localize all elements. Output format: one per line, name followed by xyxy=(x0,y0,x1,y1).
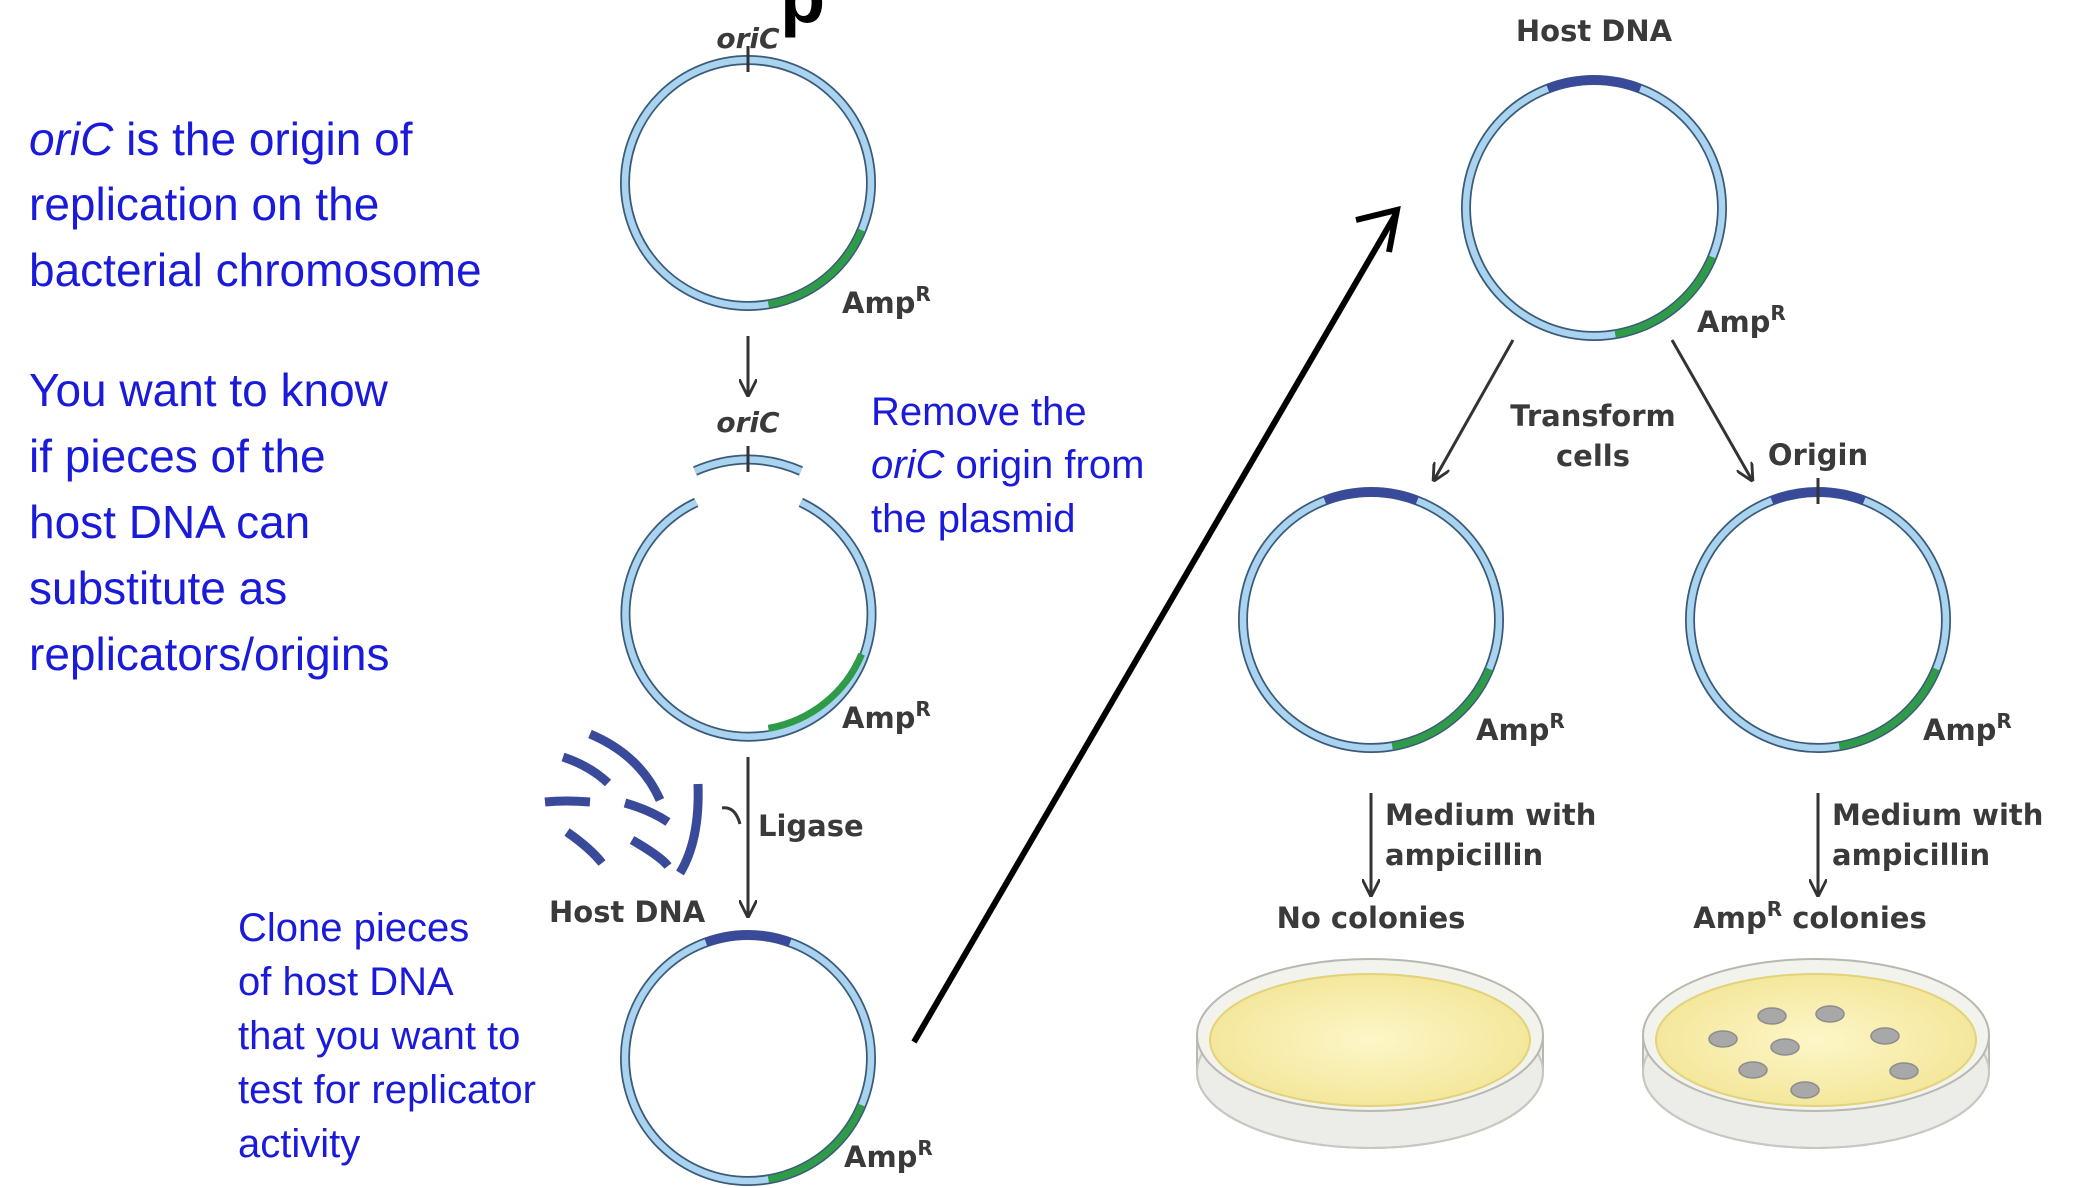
clone-host-dna-note: Clone pieces of host DNA that you want t… xyxy=(238,906,536,1166)
ampr-colonies-label: AmpR colonies xyxy=(1693,897,1926,935)
bacterial-colony xyxy=(1770,1038,1800,1056)
host-dna-fragments xyxy=(544,729,703,876)
oric-term: oriC xyxy=(29,113,114,165)
svg-text:substitute as: substitute as xyxy=(29,562,287,614)
petri-dish-ampr-colonies xyxy=(1642,958,1990,1149)
svg-text:host DNA can: host DNA can xyxy=(29,496,310,548)
host-dna-fragment xyxy=(623,798,671,826)
ampicillin-label: ampicillin xyxy=(1385,838,1543,872)
origin-label: Origin xyxy=(1768,438,1868,472)
svg-text:that you want to: that you want to xyxy=(238,1014,520,1058)
arrow-transform-right xyxy=(1670,339,1752,480)
plasmid-with-origin: Origin AmpR xyxy=(1685,438,2012,753)
svg-text:oriC origin from: oriC origin from xyxy=(871,443,1144,487)
arrow-to-host-dna-plasmid xyxy=(911,210,1400,1044)
goal-note: You want to know if pieces of the host D… xyxy=(29,364,389,680)
title-fragment: p xyxy=(780,0,825,38)
bacterial-colony xyxy=(1790,1081,1820,1099)
svg-text:replicators/origins: replicators/origins xyxy=(29,628,389,680)
svg-text:activity: activity xyxy=(238,1122,360,1166)
svg-text:of host DNA: of host DNA xyxy=(238,960,454,1004)
host-dna-fragment xyxy=(544,796,591,807)
medium-label: Medium with xyxy=(1385,798,1596,832)
host-dna-fragment xyxy=(629,836,672,869)
plasmid-host-dna-top: Host DNA AmpR xyxy=(1461,14,1786,341)
ligase-bracket xyxy=(721,806,742,825)
ligase-label: Ligase xyxy=(758,809,864,843)
bacterial-colony xyxy=(1708,1030,1738,1048)
ampr-label: AmpR xyxy=(842,282,931,320)
bacterial-colony xyxy=(1738,1061,1768,1079)
bacterial-colony xyxy=(1889,1062,1919,1080)
bacterial-colony xyxy=(1870,1027,1900,1045)
plasmid-with-oric: oriC AmpR xyxy=(620,22,931,320)
arrow-transform-left xyxy=(1434,339,1515,480)
no-colonies-label: No colonies xyxy=(1277,901,1466,935)
svg-text:test for replicator: test for replicator xyxy=(238,1068,536,1112)
svg-text:the plasmid: the plasmid xyxy=(871,497,1076,541)
host-dna-label: Host DNA xyxy=(549,895,706,929)
bacterial-colony xyxy=(1757,1007,1787,1025)
svg-text:You want to know: You want to know xyxy=(29,364,389,416)
host-dna-fragment xyxy=(561,752,612,787)
host-dna-label: Host DNA xyxy=(1516,14,1673,48)
medium-label: Medium with xyxy=(1832,798,2043,832)
ampr-label: AmpR xyxy=(844,1136,933,1174)
svg-text:oriC is the origin of: oriC is the origin of xyxy=(29,113,413,165)
ampr-label: AmpR xyxy=(1476,709,1565,747)
svg-text:Remove the: Remove the xyxy=(871,390,1087,434)
cells-label: cells xyxy=(1556,439,1630,473)
plasmid-oric-removed: oriC AmpR xyxy=(620,406,931,742)
host-dna-fragment xyxy=(676,783,703,876)
transform-label: Transform xyxy=(1510,399,1675,433)
host-dna-fragment xyxy=(588,729,665,802)
oric-label: oriC xyxy=(716,22,780,55)
ampicillin-label: ampicillin xyxy=(1832,838,1990,872)
ampr-label: AmpR xyxy=(1697,301,1786,339)
bacterial-colony xyxy=(1815,1005,1845,1023)
host-dna-insert-segment xyxy=(704,930,792,947)
ampr-label: AmpR xyxy=(842,697,931,735)
svg-text:if pieces of the: if pieces of the xyxy=(29,430,326,482)
svg-text:replication on the: replication on the xyxy=(29,178,379,230)
plasmid-no-origin: AmpR xyxy=(1238,487,1565,753)
oric-label: oriC xyxy=(716,406,780,439)
plasmid-with-host-dna-insert: AmpR xyxy=(620,930,933,1186)
remove-oric-note: Remove the oriC origin from the plasmid xyxy=(871,390,1144,541)
oric-definition-note: oriC is the origin of replication on the… xyxy=(29,113,482,296)
ampr-label: AmpR xyxy=(1923,709,2012,747)
petri-dish-no-colonies xyxy=(1196,958,1544,1149)
svg-text:bacterial chromosome: bacterial chromosome xyxy=(29,244,482,296)
svg-text:Clone pieces: Clone pieces xyxy=(238,906,469,950)
host-dna-fragment xyxy=(564,828,606,866)
